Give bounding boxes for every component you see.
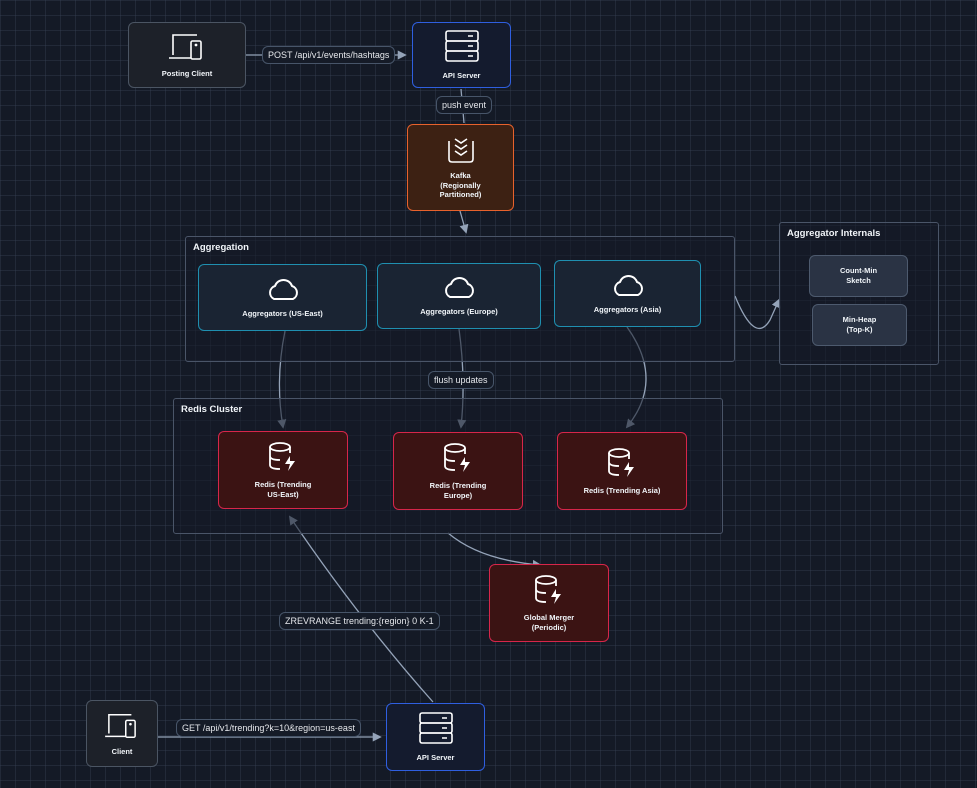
cloud-icon [445,277,474,299]
group-title: Aggregation [193,242,249,253]
database-bolt-icon [444,443,470,473]
node-client[interactable]: Client [86,700,158,767]
edge-api-to-redis-us-east [288,515,434,703]
group-title: Redis Cluster [181,404,243,415]
node-label: Posting Client [161,69,213,79]
edge-label-get-trending: GET /api/v1/trending?k=10&region=us-east [176,719,361,737]
node-aggregators-asia[interactable]: Aggregators (Asia) [554,260,701,327]
node-label: API Server [442,71,481,81]
node-api-server-bottom[interactable]: API Server [386,703,485,771]
edge-label-push-event: push event [436,96,493,114]
cloud-icon [613,274,643,296]
server-icon [418,712,453,744]
edge-kafka-to-aggregation [459,210,469,234]
server-icon [444,30,479,62]
queue-icon [447,138,474,163]
node-label: Aggregators (US-East) [242,308,323,318]
node-label: Global Merger (Periodic) [523,613,575,632]
edge-redis-to-global-merger [447,532,542,569]
node-aggregators-us-east[interactable]: Aggregators (US-East) [198,264,367,331]
cloud-icon [268,278,298,300]
database-bolt-icon [608,448,634,478]
node-redis-asia[interactable]: Redis (Trending Asia) [557,432,687,510]
edge-label-post-events: POST /api/v1/events/hashtags [262,46,396,64]
node-label: Redis (Trending Europe) [429,481,487,500]
node-label: Min-Heap (Top-K) [842,315,877,334]
node-redis-europe[interactable]: Redis (Trending Europe) [393,432,523,510]
node-aggregators-europe[interactable]: Aggregators (Europe) [377,263,541,329]
database-bolt-icon [269,442,295,472]
edge-agg-to-internals [734,295,781,330]
node-min-heap[interactable]: Min-Heap (Top-K) [812,304,907,346]
edge-label-zrevrange: ZREVRANGE trending:{region} 0 K-1 [279,612,440,630]
node-global-merger[interactable]: Global Merger (Periodic) [489,564,609,642]
database-bolt-icon [535,575,561,605]
node-count-min-sketch[interactable]: Count-Min Sketch [809,255,908,297]
node-label: Client [111,746,133,756]
laptop-phone-icon [105,713,136,738]
laptop-phone-icon [169,34,202,60]
node-label: Kafka (Regionally Partitioned) [439,170,482,200]
node-label: Aggregators (Asia) [593,304,662,314]
node-label: API Server [416,753,455,763]
node-redis-us-east[interactable]: Redis (Trending US-East) [218,431,348,509]
group-title: Aggregator Internals [787,228,881,239]
node-label: Redis (Trending US-East) [254,480,312,499]
node-label: Count-Min Sketch [839,266,878,285]
node-label: Redis (Trending Asia) [583,486,661,496]
edge-label-flush-updates: flush updates [428,371,494,389]
node-posting-client[interactable]: Posting Client [128,22,246,88]
node-label: Aggregators (Europe) [420,307,498,317]
node-kafka[interactable]: Kafka (Regionally Partitioned) [407,124,514,211]
node-api-server-top[interactable]: API Server [412,22,511,88]
